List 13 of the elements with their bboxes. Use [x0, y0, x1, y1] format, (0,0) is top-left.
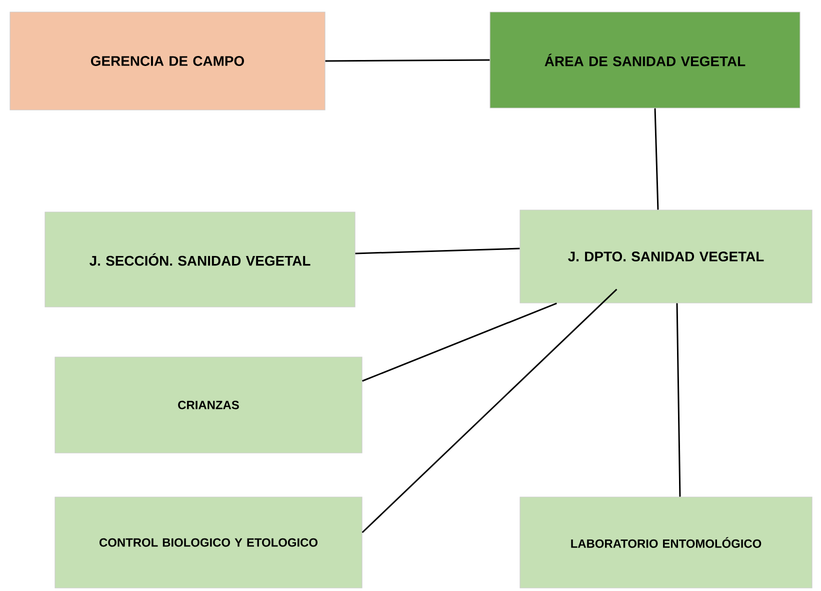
org-box: CRIANZAS [54, 356, 362, 454]
connector-line [355, 248, 520, 254]
connector-line [325, 59, 490, 62]
org-box: ÁREA DE SANIDAD VEGETAL [490, 12, 800, 108]
connector-line [362, 302, 557, 382]
org-box: J. SECCIÓN. SANIDAD VEGETAL [44, 212, 356, 308]
org-box: CONTROL BIOLOGICO Y ETOLOGICO [54, 496, 362, 588]
connector-line [362, 288, 618, 534]
org-box: LABORATORIO ENTOMOLÓGICO [520, 496, 812, 588]
connector-line [676, 303, 681, 497]
org-box: GERENCIA DE CAMPO [10, 12, 326, 110]
org-box: J. DPTO. SANIDAD VEGETAL [520, 210, 812, 304]
connector-line [654, 108, 659, 210]
